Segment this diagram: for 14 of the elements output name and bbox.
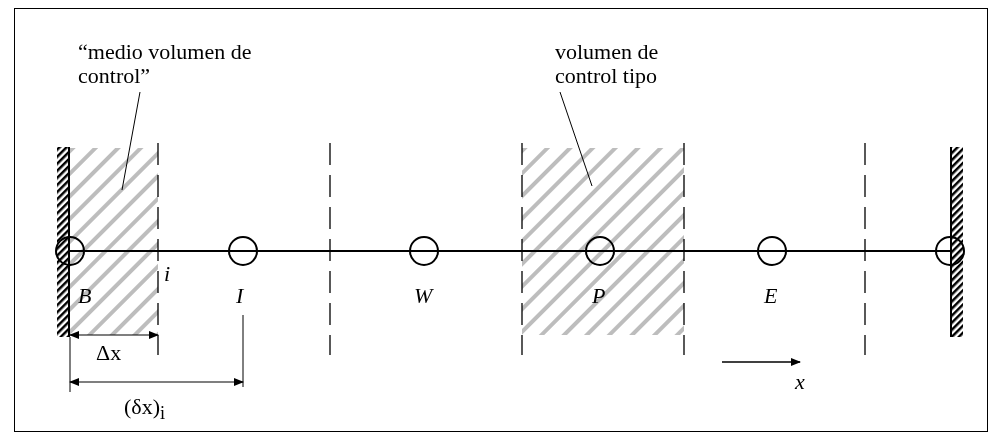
- dimension-label: Δx: [96, 341, 122, 365]
- dimension-label: (δx)$_{i}$: [124, 395, 166, 426]
- callout-text: volumen de control tipo: [555, 40, 660, 88]
- node-label: P: [592, 284, 606, 308]
- face-label: i: [164, 262, 171, 286]
- leader-line: [121, 91, 141, 191]
- hatched-region: [70, 148, 158, 335]
- callout-text: “medio volumen de control”: [78, 40, 253, 88]
- axis-label: x: [795, 370, 805, 394]
- node-label: B: [78, 284, 92, 308]
- node-label: I: [236, 284, 244, 308]
- node-label: W: [414, 284, 433, 308]
- leader-line: [559, 91, 593, 187]
- node-label: E: [764, 284, 778, 308]
